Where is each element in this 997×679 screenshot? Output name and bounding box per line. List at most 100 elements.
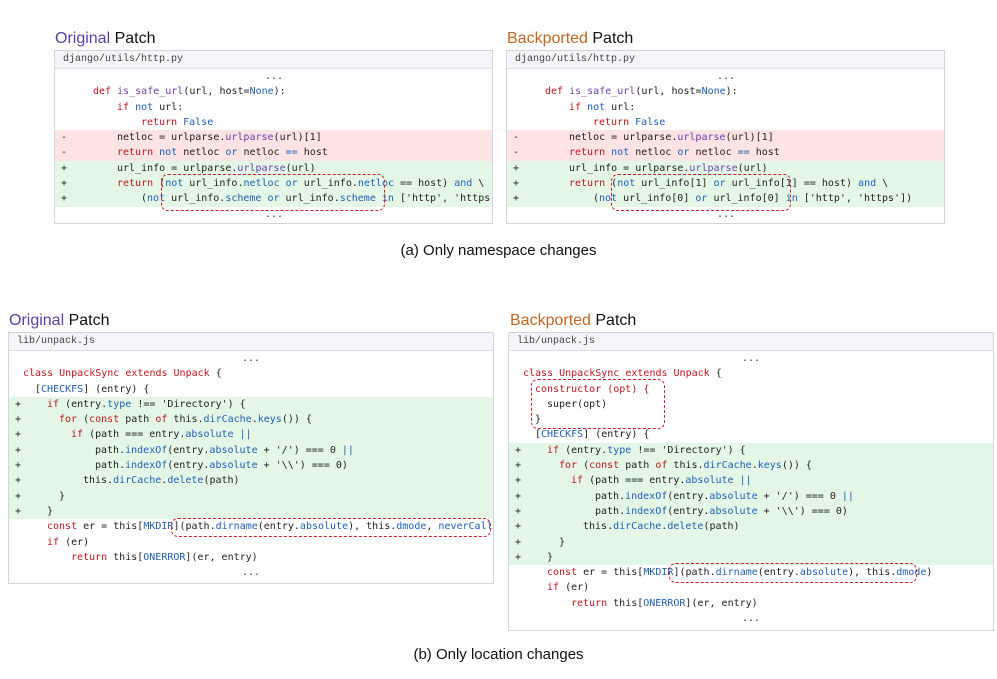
code-token: if xyxy=(47,398,66,410)
code-token: (er) xyxy=(565,582,590,594)
code-token: ... xyxy=(242,567,261,579)
code-token: ... xyxy=(742,353,761,364)
file-path: django/utils/http.py xyxy=(507,51,944,69)
code-token: || xyxy=(341,444,354,456)
code-token: (er) xyxy=(65,536,90,548)
code-token: netloc = urlparse. xyxy=(569,132,678,144)
code-token: in xyxy=(381,193,400,205)
heading-b-original: Original Patch xyxy=(9,312,110,330)
diff-marker: - xyxy=(513,147,520,159)
code-token: ), this. xyxy=(348,521,397,533)
code-token: or xyxy=(677,147,696,159)
code-token: (entry. xyxy=(257,521,300,533)
diff-marker: - xyxy=(61,147,68,159)
code-token: [ xyxy=(35,383,42,395)
code-token: None xyxy=(701,86,726,98)
code-token: dirCache xyxy=(613,521,662,533)
code-token: def xyxy=(545,86,570,98)
code-token: type xyxy=(107,398,138,410)
code-text: const er = this[MKDIR](path.dirname(entr… xyxy=(47,519,493,534)
code-token: ( xyxy=(83,414,90,426)
context-line: def is_safe_url(url, host=None): xyxy=(55,84,492,99)
added-line: +return (not url_info.netloc or url_info… xyxy=(55,176,492,192)
code-token: [ xyxy=(535,429,542,441)
code-token: url_info. xyxy=(303,178,358,190)
code-text: netloc = urlparse.urlparse(url)[1] xyxy=(117,130,322,145)
code-token: url_info = urlparse. xyxy=(569,162,690,174)
code-token: constructor xyxy=(535,383,608,395)
code-token: (entry. xyxy=(667,490,710,502)
context-line: constructor (opt) { xyxy=(509,382,993,397)
diff-marker: + xyxy=(15,398,22,410)
code-token: UnpackSync xyxy=(59,368,126,380)
code-text: return False xyxy=(141,115,213,130)
code-token: (url, host= xyxy=(183,86,250,98)
code-token: er = this[ xyxy=(583,567,644,579)
diff-marker: + xyxy=(513,193,520,205)
heading-word-original: Original xyxy=(55,30,111,47)
code-text: path.indexOf(entry.absolute + '/') === 0… xyxy=(95,443,354,458)
code-token: ONERROR xyxy=(143,551,186,563)
code-token: indexOf xyxy=(625,490,668,502)
context-line: [CHECKFS] (entry) { xyxy=(9,382,493,397)
code-token: host xyxy=(755,147,780,159)
code-token: + '/') === 0 xyxy=(263,444,342,456)
diff-marker: + xyxy=(515,505,522,517)
code-token: (url)[1] xyxy=(725,132,774,144)
code-token: + '\\') === 0) xyxy=(763,505,848,517)
context-line: if (er) xyxy=(509,580,993,595)
code-token: ... xyxy=(717,208,736,220)
code-text: const er = this[MKDIR](path.dirname(entr… xyxy=(547,565,932,580)
code-token: if xyxy=(571,475,590,487)
code-token: netloc xyxy=(243,178,286,190)
code-text: } xyxy=(559,535,565,550)
diff-marker: + xyxy=(15,444,22,456)
code-token: extends xyxy=(625,368,674,380)
added-line: +url_info = urlparse.urlparse(url) xyxy=(507,160,944,177)
added-line: +if (entry.type !== 'Directory') { xyxy=(509,442,993,459)
code-token: urlparse xyxy=(689,162,738,174)
heading-word-patch: Patch xyxy=(110,30,156,47)
code-token: dirCache xyxy=(703,460,752,472)
code-lines: ...def is_safe_url(url, host=None):if no… xyxy=(55,69,492,222)
code-token: (entry. xyxy=(565,444,608,456)
code-token: scheme xyxy=(225,193,268,205)
code-token: def xyxy=(93,86,118,98)
code-token: extends xyxy=(125,368,174,380)
code-token: or xyxy=(285,178,304,190)
code-token: Unpack xyxy=(173,368,216,380)
code-token: and xyxy=(454,178,473,190)
code-token: not xyxy=(617,178,642,190)
code-token: , xyxy=(426,521,439,533)
added-line: +(not url_info[0] or url_info[0] in ['ht… xyxy=(507,191,944,207)
added-line: +path.indexOf(entry.absolute + '\\') ===… xyxy=(9,458,493,474)
code-token: path xyxy=(125,414,156,426)
code-text: path.indexOf(entry.absolute + '\\') === … xyxy=(595,504,848,519)
added-line: +this.dirCache.delete(path) xyxy=(509,519,993,535)
code-token: { xyxy=(215,368,222,380)
code-panel-b-backported: lib/unpack.js ...class UnpackSync extend… xyxy=(508,332,994,631)
code-text: if (path === entry.absolute || xyxy=(71,427,252,442)
code-text: [CHECKFS] (entry) { xyxy=(535,427,649,442)
code-token: return xyxy=(569,147,612,159)
code-token: || xyxy=(739,475,752,487)
diff-marker: + xyxy=(515,460,522,472)
code-token: return xyxy=(141,116,184,128)
code-token: (entry. xyxy=(65,398,108,410)
code-token: == host) xyxy=(394,178,455,190)
context-line: const er = this[MKDIR](path.dirname(entr… xyxy=(9,519,493,534)
code-text: [CHECKFS] (entry) { xyxy=(35,382,149,397)
heading-word-original: Original xyxy=(9,312,65,329)
code-token: (path === entry. xyxy=(589,475,686,487)
code-text: class UnpackSync extends Unpack { xyxy=(523,366,722,381)
code-token: absolute xyxy=(209,460,264,472)
code-token: if xyxy=(47,536,66,548)
code-panel-a-backported: django/utils/http.py ...def is_safe_url(… xyxy=(506,50,945,224)
diff-marker: + xyxy=(15,505,22,517)
code-text: super(opt) xyxy=(547,397,607,412)
added-line: +for (const path of this.dirCache.keys()… xyxy=(509,458,993,474)
code-token: MKDIR xyxy=(643,567,674,579)
code-text: class UnpackSync extends Unpack { xyxy=(23,366,222,381)
context-line: class UnpackSync extends Unpack { xyxy=(509,366,993,381)
code-token: host xyxy=(303,147,328,159)
